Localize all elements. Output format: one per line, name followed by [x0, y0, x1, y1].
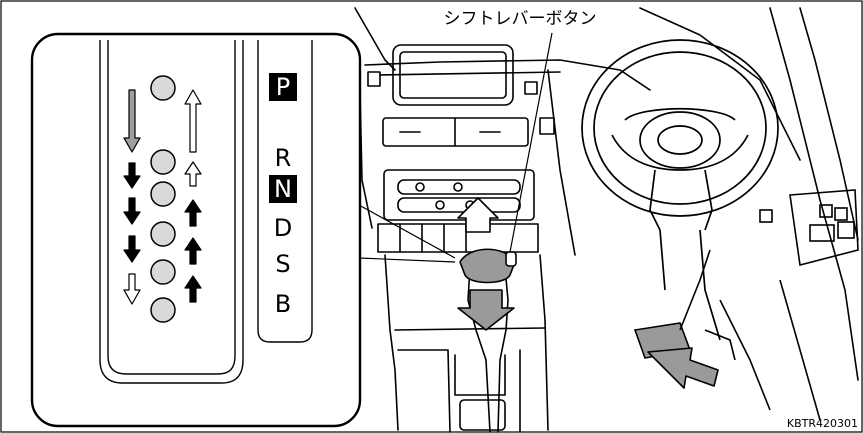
- gear-label-r: R: [275, 144, 292, 172]
- detent-dot-b: [151, 298, 175, 322]
- gear-label-p: P: [276, 73, 290, 101]
- detent-dot-d: [151, 222, 175, 246]
- shift-lever-button-label: シフトレバーボタン: [444, 9, 597, 29]
- detent-dot-r: [151, 150, 175, 174]
- inset-frame: [32, 34, 360, 426]
- detent-dot-p: [151, 76, 175, 100]
- detent-dot-s: [151, 260, 175, 284]
- gear-label-s: S: [275, 250, 290, 278]
- detent-dot-n: [151, 182, 175, 206]
- gear-label-d: D: [274, 214, 292, 242]
- shift-lever-button: [506, 252, 516, 266]
- gear-label-b: B: [275, 290, 291, 318]
- figure-code: KBTR420301: [787, 417, 858, 430]
- gear-label-n: N: [274, 175, 292, 203]
